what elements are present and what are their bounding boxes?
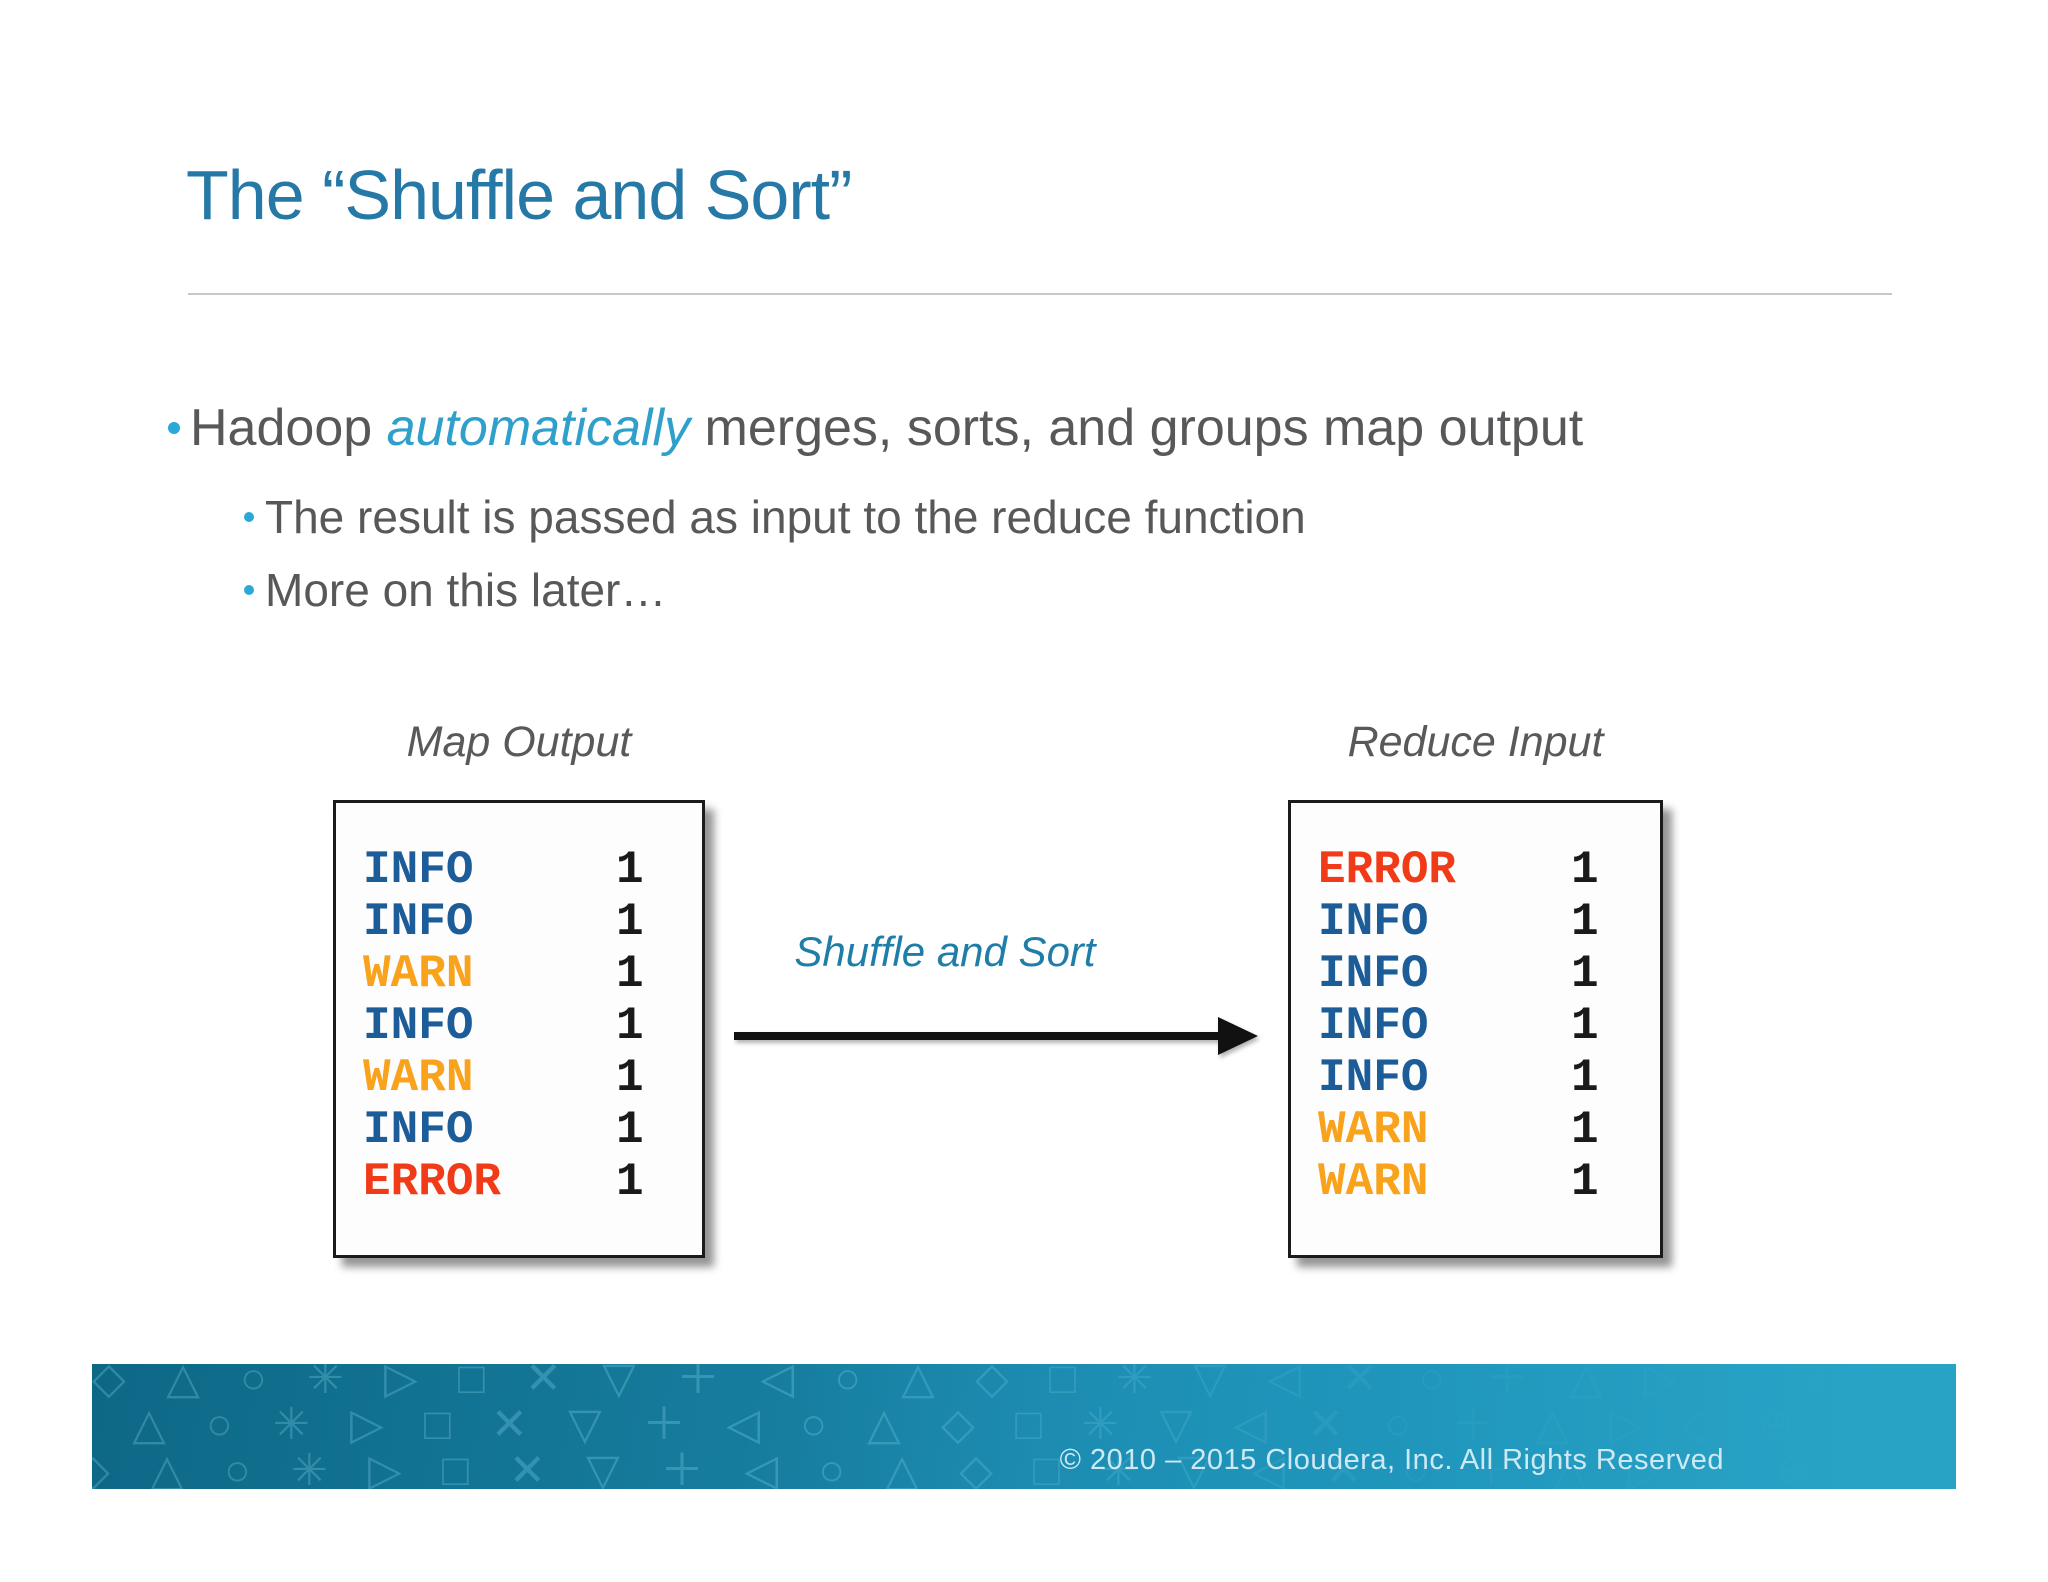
- bullet-main-emphasis: automatically: [386, 399, 691, 457]
- map-output-label: Map Output: [406, 718, 632, 766]
- bullet-icon: [244, 512, 254, 522]
- copyright-text: © 2010 – 2015 Cloudera, Inc. All Rights …: [1059, 1444, 1724, 1476]
- log-count: 1: [616, 1104, 644, 1156]
- log-row: WARN 1: [1291, 1104, 1660, 1156]
- log-count: 1: [616, 1052, 644, 1104]
- log-count: 1: [616, 948, 644, 1000]
- log-row: INFO 1: [1291, 1052, 1660, 1104]
- log-level: INFO: [1318, 896, 1429, 948]
- page-title: The “Shuffle and Sort”: [186, 156, 852, 234]
- log-count: 1: [616, 896, 644, 948]
- log-row: INFO 1: [336, 1104, 702, 1156]
- log-count: 1: [616, 1000, 644, 1052]
- log-level: INFO: [1318, 1052, 1429, 1104]
- bullet-icon: [244, 585, 254, 595]
- log-row: ERROR 1: [1291, 844, 1660, 896]
- log-row: INFO 1: [336, 1000, 702, 1052]
- log-row: INFO 1: [336, 896, 702, 948]
- shuffle-arrow-icon: [734, 1017, 1258, 1055]
- log-count: 1: [1571, 896, 1599, 948]
- log-count: 1: [1571, 1000, 1599, 1052]
- reduce-input-label: Reduce Input: [1347, 718, 1604, 766]
- log-level: INFO: [363, 1104, 474, 1156]
- bullet-icon: [168, 422, 180, 434]
- log-count: 1: [1571, 1104, 1599, 1156]
- shuffle-and-sort-label: Shuffle and Sort: [794, 928, 1096, 975]
- footer-pattern-fade: [92, 1364, 1956, 1489]
- bullet-main: Hadoop automatically merges, sorts, and …: [168, 396, 1583, 460]
- bullet-sub-2: More on this later…: [244, 561, 666, 619]
- log-row: INFO 1: [1291, 1000, 1660, 1052]
- log-level: INFO: [1318, 1000, 1429, 1052]
- map-output-box: INFO 1 INFO 1 WARN 1 INFO 1 WARN 1 INFO 1 ERRO…: [333, 800, 705, 1258]
- bullet-main-text: Hadoop automatically merges, sorts, and …: [190, 396, 1583, 460]
- log-count: 1: [1571, 1156, 1599, 1208]
- log-row: WARN 1: [1291, 1156, 1660, 1208]
- bullet-sub-1: The result is passed as input to the red…: [244, 488, 1306, 546]
- log-level: WARN: [363, 1052, 474, 1104]
- log-level: INFO: [363, 844, 474, 896]
- log-level: INFO: [363, 1000, 474, 1052]
- log-count: 1: [1571, 948, 1599, 1000]
- bullet-main-prefix: Hadoop: [190, 399, 387, 457]
- log-count: 1: [1571, 1052, 1599, 1104]
- bullet-sub-2-text: More on this later…: [265, 564, 667, 616]
- log-row: ERROR 1: [336, 1156, 702, 1208]
- log-level: WARN: [1318, 1104, 1429, 1156]
- bullet-sub-1-text: The result is passed as input to the red…: [265, 491, 1306, 543]
- footer-band: ◇ △ ○ ✳ ▷ □ ✕ ▽ ＋ ◁ ○ △ ◇ □ ✳ ▽ ◁ ✕ ○ ＋ …: [92, 1364, 1956, 1489]
- log-row: WARN 1: [336, 948, 702, 1000]
- log-level: INFO: [1318, 948, 1429, 1000]
- log-level: INFO: [363, 896, 474, 948]
- log-count: 1: [1571, 844, 1599, 896]
- log-level: ERROR: [1318, 844, 1457, 896]
- log-count: 1: [616, 1156, 644, 1208]
- log-row: WARN 1: [336, 1052, 702, 1104]
- title-divider: [188, 293, 1892, 295]
- bullet-main-suffix: merges, sorts, and groups map output: [690, 399, 1584, 457]
- log-row: INFO 1: [1291, 896, 1660, 948]
- log-level: ERROR: [363, 1156, 502, 1208]
- log-count: 1: [616, 844, 644, 896]
- reduce-input-box: ERROR 1 INFO 1 INFO 1 INFO 1 INFO 1 WARN 1 WAR…: [1288, 800, 1663, 1258]
- log-level: WARN: [1318, 1156, 1429, 1208]
- log-level: WARN: [363, 948, 474, 1000]
- log-row: INFO 1: [1291, 948, 1660, 1000]
- log-row: INFO 1: [336, 844, 702, 896]
